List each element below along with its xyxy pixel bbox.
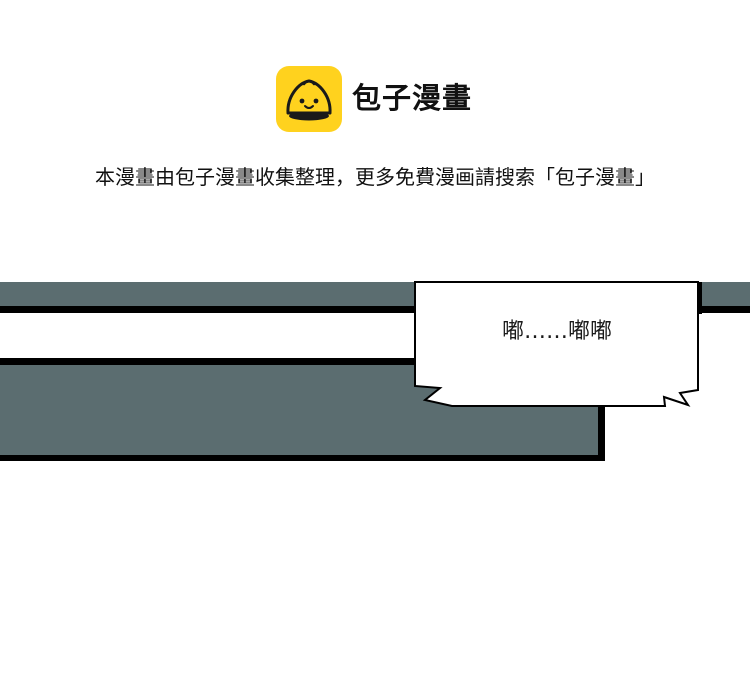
panel-lower-right-rule	[598, 365, 605, 461]
comic-panel-art	[0, 281, 750, 461]
panel-mid-rule	[0, 358, 605, 365]
panel-right-rule	[697, 282, 702, 314]
speech-bubble-text: 嘟……嘟嘟	[501, 319, 612, 344]
panel-lower-bottom-rule	[0, 455, 605, 461]
speech-bubble-shape	[414, 281, 699, 407]
steamed-bun-icon	[276, 66, 342, 132]
watermark-notice: 本漫畫由包子漫畫收集整理，更多免費漫画請搜索「包子漫畫」	[95, 165, 655, 189]
panel-top-rule	[0, 306, 750, 313]
app-logo	[276, 66, 342, 132]
brand-name: 包子漫畫	[352, 81, 473, 115]
